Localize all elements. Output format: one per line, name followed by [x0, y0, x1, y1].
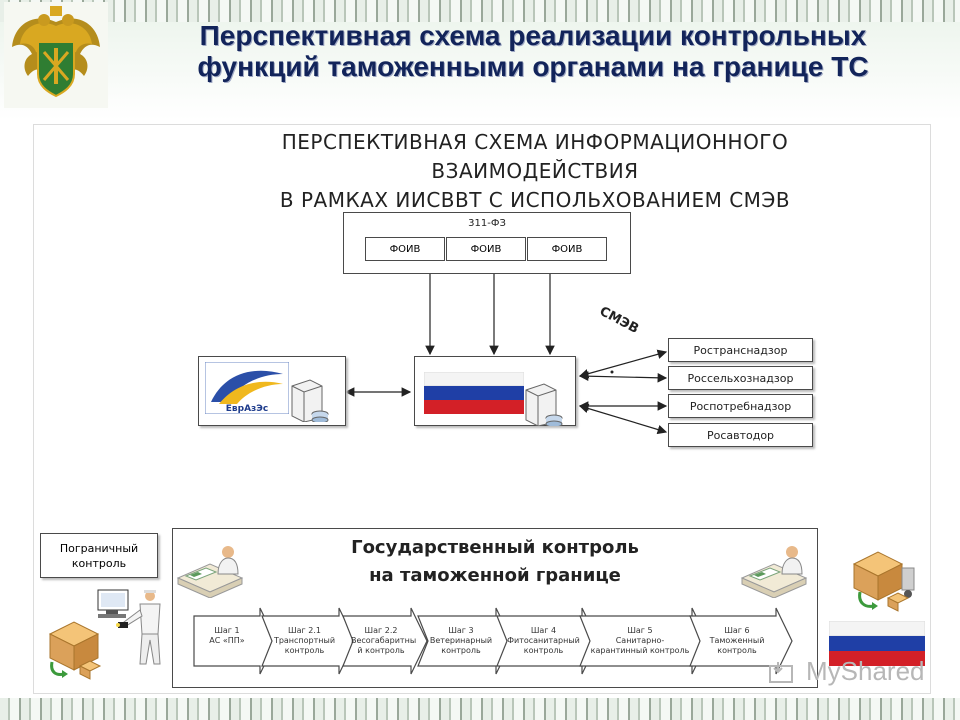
state-control-heading-line-2: на таможенной границе [369, 565, 621, 586]
russia-flag-icon [424, 372, 524, 414]
diagram-heading-line-1: ПЕРСПЕКТИВНАЯ СХЕМА ИНФОРМАЦИОННОГО [281, 130, 789, 154]
agency-rosselkhoznadzor: Россельхознадзор [668, 366, 813, 390]
officer-desk-right-icon [740, 546, 808, 598]
foiv-box-3: ФОИВ [527, 237, 607, 261]
russia-flag-small-icon [829, 621, 925, 666]
cargo-right-icon [852, 551, 915, 612]
step-number-7: Шаг 6 [724, 626, 750, 635]
border-guard-icon [97, 589, 161, 665]
step-chevron-2 [261, 607, 356, 675]
arrow-hub-agency-4 [578, 403, 668, 435]
step-number-4: Шаг 3 [448, 626, 474, 635]
arrow-hub-agency-2 [578, 371, 668, 383]
customs-emblem-icon [4, 2, 108, 108]
decorative-stripes-top [0, 0, 960, 22]
server-icon-eurasec [291, 379, 329, 422]
step-text-1: АС «ПП» [209, 636, 245, 645]
slide-title: Перспективная схема реализации контрольн… [118, 20, 948, 82]
eurasec-logo-icon: ЕврАзЭс [205, 362, 289, 414]
step-number-1: Шаг 1 [214, 626, 240, 635]
slide-title-line-2: функций таможенными органами на границе … [197, 51, 869, 82]
step-chevron-6 [579, 607, 709, 675]
step-text-2: Транспортный контроль [273, 636, 336, 655]
step-chevron-3 [342, 607, 428, 675]
step-number-6: Шаг 5 [627, 626, 653, 635]
step-text-6: Санитарно-карантинный контроль [590, 636, 690, 655]
state-control-heading-line-1: Государственный контроль [351, 537, 639, 558]
cargo-left-icon [48, 621, 102, 680]
step-text-7: Таможенный контроль [709, 636, 765, 655]
decorative-stripes-bottom [0, 698, 960, 720]
step-chevron-4 [417, 607, 513, 675]
border-control-line-1: Пограничный [59, 541, 139, 555]
foiv-box-1: ФОИВ [365, 237, 445, 261]
diagram-heading-line-3: В РАМКАХ ИИСВВТ С ИСПОЛЬХОВАНИЕМ СМЭВ [279, 188, 791, 212]
step-chevron-1 [193, 607, 277, 675]
eurasec-logo-text: ЕврАзЭс [226, 404, 268, 414]
agency-rostransnadzor: Ространснадзор [668, 338, 813, 362]
step-chevron-5 [496, 607, 599, 675]
watermark-text: MyShared [806, 656, 925, 686]
border-control-line-2: контроль [71, 556, 127, 570]
step-chevron-7 [689, 607, 793, 675]
step-number-3: Шаг 2.2 [364, 626, 398, 635]
step-number-2: Шаг 2.1 [288, 626, 321, 635]
diagram-heading-line-2: ВЗАИМОДЕЙСТВИЯ [431, 159, 639, 183]
law-311-fz-label: 311-ФЗ [468, 218, 506, 229]
step-number-5: Шаг 4 [530, 626, 557, 635]
agency-rosavtodor: Росавтодор [668, 423, 813, 447]
myshared-logo-icon [769, 662, 793, 683]
foiv-box-2: ФОИВ [446, 237, 526, 261]
slide-title-line-1: Перспективная схема реализации контрольн… [199, 20, 867, 51]
officer-desk-left-icon [176, 546, 244, 598]
agency-rospotrebnadzor: Роспотребнадзор [668, 394, 813, 418]
step-text-3: Весогабаритны й контроль [351, 636, 417, 655]
state-control-heading: Государственный контроль на таможенной г… [300, 534, 690, 590]
step-text-5: Фитосанитарный контроль [507, 636, 580, 655]
border-control-box: Пограничный контроль [40, 533, 158, 578]
server-icon-hub [525, 383, 563, 426]
step-text-4: Ветеринарный контроль [429, 636, 493, 655]
